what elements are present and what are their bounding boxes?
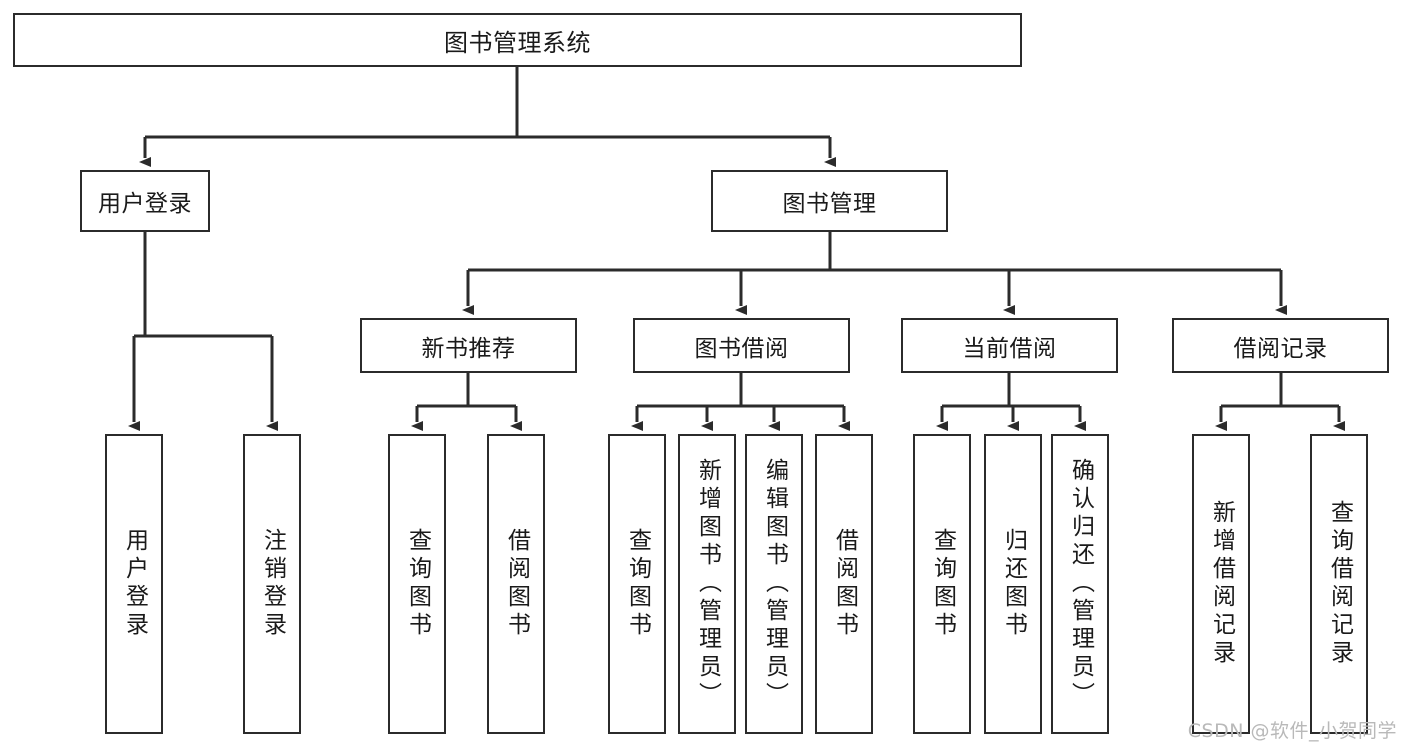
node-current-borrowing[interactable]: 当前借阅: [901, 318, 1118, 373]
node-leaf-return-books-label: 归还图书: [1000, 528, 1027, 640]
node-borrowing-records[interactable]: 借阅记录: [1172, 318, 1389, 373]
node-leaf-query-books-borrowing-label: 查询图书: [624, 528, 651, 640]
node-root-system[interactable]: 图书管理系统: [13, 13, 1022, 67]
node-leaf-borrow-books-borrowing[interactable]: 借阅图书: [815, 434, 873, 734]
node-leaf-add-borrowing-record-label: 新增借阅记录: [1208, 500, 1235, 668]
node-leaf-add-borrowing-record[interactable]: 新增借阅记录: [1192, 434, 1250, 734]
node-leaf-query-books-current[interactable]: 查询图书: [913, 434, 971, 734]
node-leaf-confirm-return-admin-label: 确认归还（管理员）: [1067, 458, 1094, 710]
node-leaf-logout-label: 注销登录: [259, 528, 286, 640]
node-leaf-return-books[interactable]: 归还图书: [984, 434, 1042, 734]
node-leaf-query-books-recommendation[interactable]: 查询图书: [388, 434, 446, 734]
node-book-borrowing-label: 图书借阅: [694, 335, 789, 362]
node-leaf-user-login-label: 用户登录: [121, 528, 148, 640]
node-book-management[interactable]: 图书管理: [711, 170, 948, 232]
node-borrowing-records-label: 借阅记录: [1233, 335, 1328, 362]
node-leaf-borrow-books-recommendation[interactable]: 借阅图书: [487, 434, 545, 734]
node-leaf-confirm-return-admin[interactable]: 确认归还（管理员）: [1051, 434, 1109, 734]
node-leaf-query-books-recommendation-label: 查询图书: [404, 528, 431, 640]
node-current-borrowing-label: 当前借阅: [962, 335, 1057, 362]
node-leaf-query-borrowing-record-label: 查询借阅记录: [1326, 500, 1353, 668]
node-leaf-logout[interactable]: 注销登录: [243, 434, 301, 734]
node-leaf-query-borrowing-record[interactable]: 查询借阅记录: [1310, 434, 1368, 734]
node-leaf-borrow-books-recommendation-label: 借阅图书: [503, 528, 530, 640]
node-leaf-add-book-admin[interactable]: 新增图书（管理员）: [678, 434, 736, 734]
watermark-text: CSDN @软件_小贺同学: [1187, 720, 1397, 742]
node-new-book-recommendation-label: 新书推荐: [421, 335, 516, 362]
node-leaf-query-books-borrowing[interactable]: 查询图书: [608, 434, 666, 734]
node-leaf-borrow-books-borrowing-label: 借阅图书: [831, 528, 858, 640]
node-new-book-recommendation[interactable]: 新书推荐: [360, 318, 577, 373]
node-leaf-add-book-admin-label: 新增图书（管理员）: [694, 458, 721, 710]
node-leaf-edit-book-admin-label: 编辑图书（管理员）: [761, 458, 788, 710]
node-user-login[interactable]: 用户登录: [80, 170, 210, 232]
node-leaf-user-login[interactable]: 用户登录: [105, 434, 163, 734]
node-user-login-label: 用户登录: [98, 191, 192, 217]
node-book-management-label: 图书管理: [782, 191, 877, 217]
node-root-system-label: 图书管理系统: [444, 28, 591, 57]
node-leaf-edit-book-admin[interactable]: 编辑图书（管理员）: [745, 434, 803, 734]
node-book-borrowing[interactable]: 图书借阅: [633, 318, 850, 373]
node-leaf-query-books-current-label: 查询图书: [929, 528, 956, 640]
